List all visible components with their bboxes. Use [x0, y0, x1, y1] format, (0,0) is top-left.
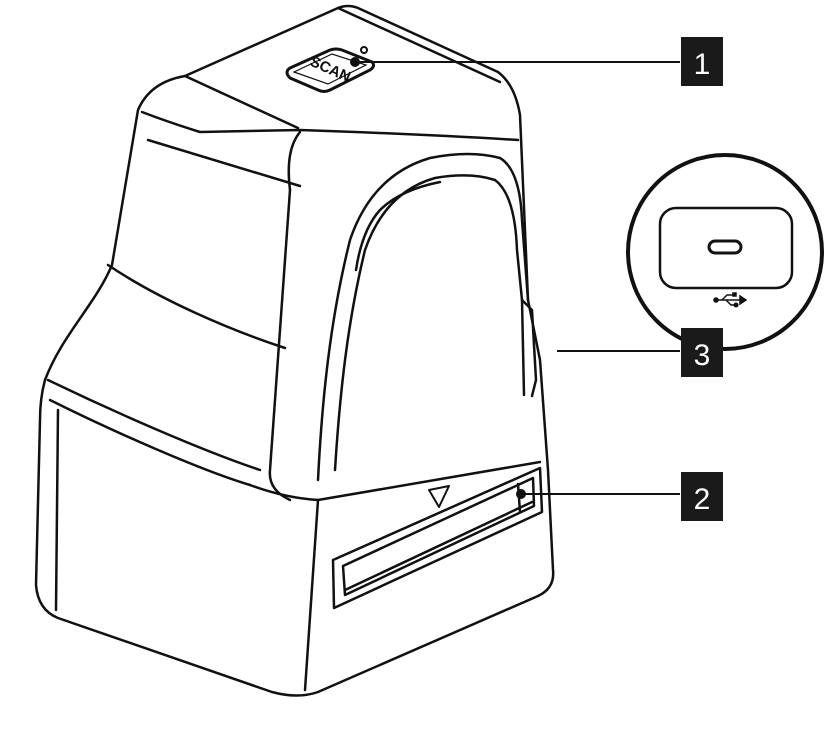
film-slot-inner: [341, 476, 536, 597]
arch-inner: [333, 174, 526, 472]
side-band-lower: [46, 378, 262, 472]
top-surface-line: [183, 74, 300, 130]
film-slot-outer: [331, 466, 544, 610]
base-corner-edge: [303, 498, 320, 692]
callout-label-3: 3: [694, 339, 711, 372]
status-led: [360, 46, 368, 54]
film-slot-inner-line: [343, 500, 534, 592]
callout-badge-2: 2: [681, 472, 723, 521]
left-base-edge: [54, 408, 60, 612]
front-ridge-vertical: [287, 130, 302, 192]
callout-badge-3: 3: [681, 328, 723, 377]
base-front-edge: [248, 483, 320, 502]
side-band-upper: [106, 263, 287, 350]
scanner-body-outline: [34, 4, 555, 697]
side-band-bottom: [48, 398, 252, 487]
top-surface-line-2: [336, 6, 502, 84]
front-base-shelf: [316, 460, 542, 502]
scan-button[interactable]: SCAN: [285, 47, 376, 93]
leader-dot-1: [350, 57, 360, 67]
arch-mid: [354, 180, 442, 272]
usb-c-socket: [707, 239, 743, 255]
front-vertical-edge: [268, 188, 292, 502]
callout-label-2: 2: [694, 483, 711, 516]
leader-dot-2: [516, 489, 526, 499]
usb-c-port: [626, 153, 824, 351]
arch-outer: [316, 152, 530, 482]
usb-port-frame: [658, 206, 794, 290]
front-ridge-upper: [146, 138, 302, 188]
top-cap-edge: [140, 110, 520, 142]
usb-icon: [713, 292, 748, 308]
arch-side-rail: [520, 298, 538, 398]
callout-label-1: 1: [694, 48, 711, 81]
callout-badge-1: 1: [681, 37, 723, 86]
triangle-down-icon: [428, 485, 450, 508]
